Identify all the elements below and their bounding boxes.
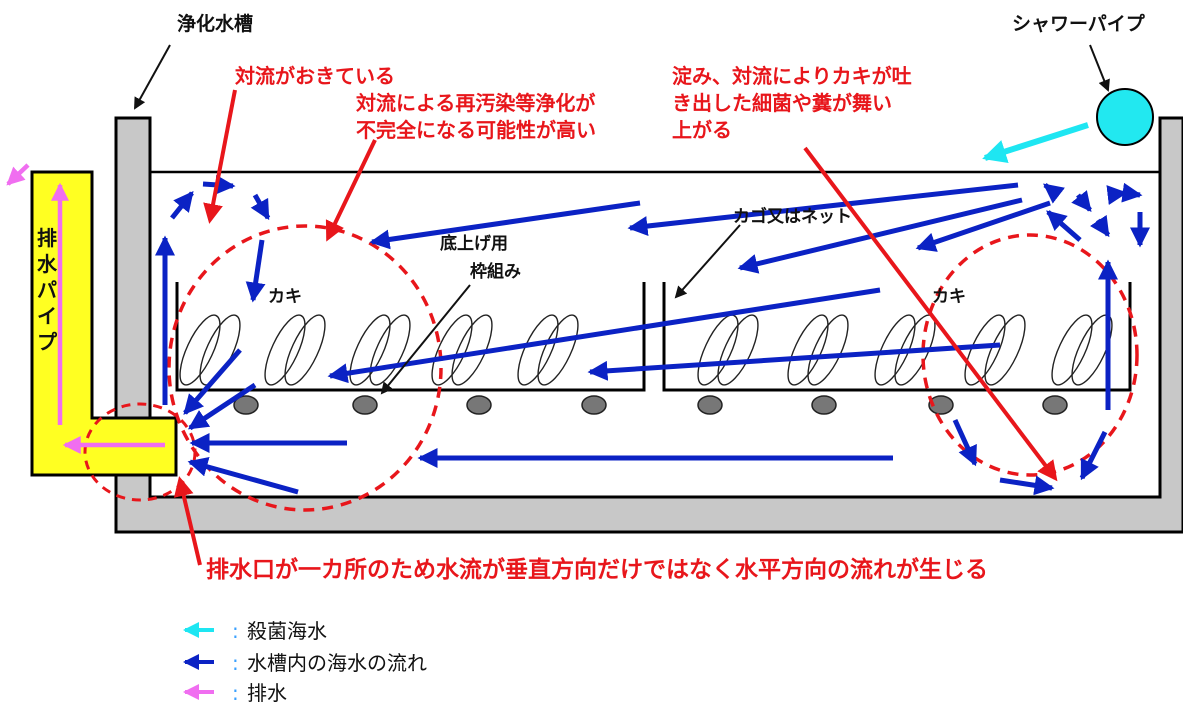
frame-label-line2: 枠組み (470, 261, 521, 282)
oyster-shell (717, 314, 759, 386)
sterilized-water-arrow (982, 122, 1089, 164)
oyster-shell (349, 314, 391, 386)
recontamination-pointer-arrow (325, 139, 377, 242)
convection-circle-right (921, 233, 1139, 477)
flow-arrow (1071, 190, 1092, 212)
support-stone (466, 395, 492, 415)
tank-wall-shape (114, 116, 1183, 534)
frame-supports (233, 395, 1068, 415)
flow-arrow (1121, 182, 1143, 203)
oyster-shell (179, 314, 221, 386)
shower-pipe-pointer-arrow (1089, 44, 1110, 92)
legend: : 殺菌海水 : 水槽内の海水の流れ : 排水 (183, 619, 427, 705)
recontamination-label-line2: 不完全になる可能性が高い (356, 118, 596, 142)
drain-pipe-char: パ (37, 278, 57, 302)
flow-arrow (1089, 214, 1111, 238)
flow-arrow (187, 382, 257, 431)
support-stone (352, 395, 378, 415)
oyster-shell (199, 314, 241, 386)
basket-pointer-arrow (674, 224, 741, 299)
tank-walls (114, 116, 1183, 534)
pointer-arrows (134, 44, 1110, 395)
flow-arrow (1106, 185, 1128, 205)
drain-pipe-label: 排 水 パ イ プ (37, 226, 58, 354)
flow-arrow (915, 200, 1051, 252)
tank-pointer-arrow (134, 44, 171, 110)
support-stone (233, 395, 259, 415)
stagnation-pointer-arrow (803, 146, 1058, 482)
oyster-shell (697, 314, 739, 386)
legend-separator: : (232, 619, 239, 643)
drainage-arrows (6, 163, 165, 454)
basket-label: カゴ又はネット (733, 206, 852, 227)
support-stone (697, 395, 723, 415)
basket-left (175, 282, 646, 392)
flow-arrow (250, 193, 271, 221)
flow-arrow (952, 418, 978, 467)
flow-arrow (737, 197, 1023, 274)
shower-pipe-icon (1096, 88, 1154, 146)
flow-arrow (1079, 430, 1108, 481)
oyster-shell (369, 314, 411, 386)
flow-arrow (170, 191, 194, 220)
frame-pointer-arrow (380, 284, 471, 395)
flow-arrow (327, 287, 881, 384)
oyster-shell (874, 314, 916, 386)
convection-circle-left (167, 224, 443, 512)
flow-arrow (1046, 210, 1082, 242)
oyster-shell (451, 314, 493, 386)
support-stone (811, 395, 837, 415)
annotation-arrows (173, 89, 1058, 566)
flow-arrow (183, 348, 242, 415)
legend-label-sterilized: 殺菌海水 (247, 619, 327, 643)
drain-pipe-char: イ (37, 304, 57, 328)
flow-arrow (587, 342, 1001, 381)
drain-pipe-char: 排 (37, 226, 57, 250)
recontamination-label-line1: 対流による再汚染等浄化が (355, 91, 595, 115)
legend-label-flow: 水槽内の海水の流れ (247, 651, 427, 675)
flow-arrow (369, 200, 641, 250)
drainage-arrow (6, 163, 30, 186)
convection-pointer-arrow (203, 89, 237, 224)
oyster-shell (284, 314, 326, 386)
support-stone (1042, 395, 1068, 415)
flow-arrow (1043, 183, 1065, 204)
legend-separator: : (232, 651, 239, 675)
frame-label-line1: 底上げ用 (440, 233, 508, 254)
legend-label-drainage: 排水 (247, 681, 287, 705)
flow-arrow (627, 182, 1019, 237)
drain-pipe-char: 水 (37, 252, 58, 276)
stagnation-label-line2: き出した細菌や糞が舞い (672, 91, 892, 115)
drain-issue-label: 排水口が一カ所のため水流が垂直方向だけではなく水平方向の流れが生じる (206, 556, 988, 583)
support-stone (928, 395, 954, 415)
shower-pipe-label: シャワーパイプ (1012, 12, 1146, 35)
stagnation-label-line3: 上がる (672, 118, 732, 142)
drain-issue-pointer-arrow (173, 476, 202, 566)
oyster-shell (264, 314, 306, 386)
flow-arrow (245, 239, 266, 303)
flow-arrow (187, 457, 299, 495)
drain-pipe-char: プ (37, 330, 58, 354)
stagnation-label-line1: 淀み、対流によりカキが吐 (672, 64, 912, 88)
tank-label: 浄化水槽 (177, 12, 253, 35)
flow-arrows (155, 174, 1150, 496)
oyster-label-left: カキ (268, 287, 302, 307)
basket-right (662, 282, 1132, 392)
support-stone (581, 395, 607, 415)
oyster-label-right: カキ (932, 287, 966, 307)
oyster-shell (1051, 314, 1093, 386)
legend-separator: : (232, 681, 239, 705)
flow-arrow (999, 475, 1055, 496)
convection-label: 対流がおきている (234, 64, 395, 88)
